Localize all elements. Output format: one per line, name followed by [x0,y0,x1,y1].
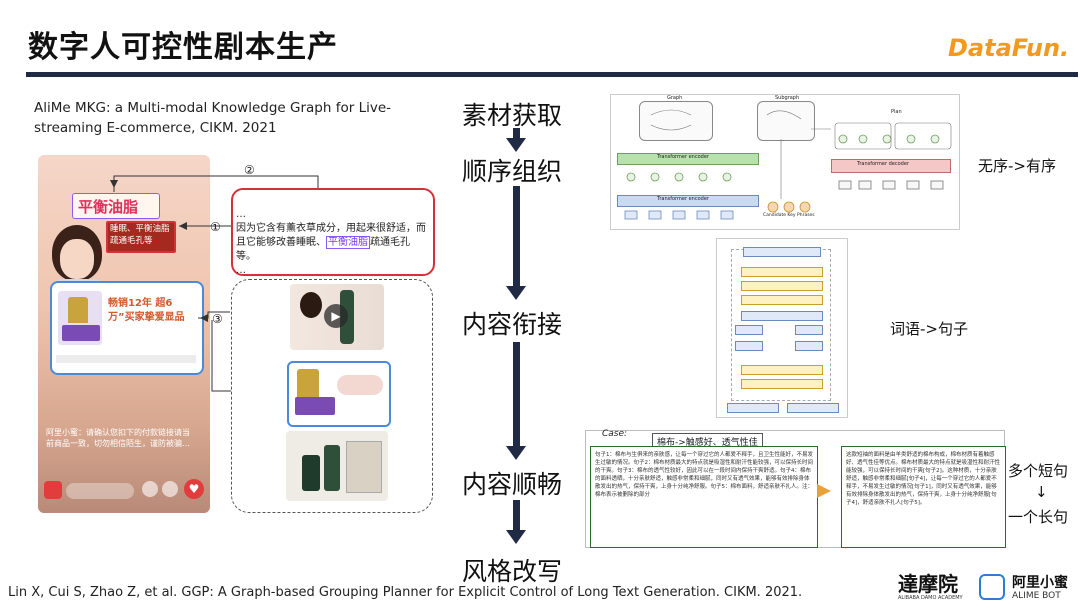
top-reference: AliMe MKG: a Multi-modal Knowledge Graph… [34,100,392,136]
product-card-title: 畅销12年 超6万”买家挚爱显品 [108,298,185,323]
arrow-4 [513,500,520,530]
alime-logo-sub: ALIME BOT [1012,591,1061,601]
marker-1: ① [210,220,221,234]
keyword-banner [72,193,160,219]
graph-label: Graph [667,95,683,101]
arrow-3 [513,342,520,448]
alime-logo: 阿里小蜜 [1012,575,1068,591]
product-card[interactable]: 畅销12年 超6万”买家挚爱显品 [50,281,204,375]
arrow-3-head [506,446,526,460]
step-content-connection: 内容衔接 [462,310,563,339]
down-arrow-icon: ↓ [1035,483,1048,501]
header-rule [26,72,1078,77]
alime-bot-icon [979,574,1005,600]
step-material-acquisition: 素材获取 [462,101,563,130]
play-icon[interactable]: ▶ [324,304,348,328]
product-photo[interactable] [286,431,388,501]
live-stream-phone-screenshot: 平衡油脂 睡眠、平衡油脂疏通毛孔等 畅销12年 超6万”买家挚爱显品 阿里小蜜：… [38,155,210,513]
damo-logo-sub: ALIBABA DAMO ACADEMY [898,595,963,601]
candidate-phrases-label: Candidate Key Phrases [763,213,815,218]
script-text-before: … 因为它含有薰衣草成分，用起来很舒适，而且它能够改善睡眠、 [236,209,426,248]
encoder-label-2: Transformer encoder [657,196,709,202]
label-multiple-short-sentences: 多个短句 [1008,462,1069,480]
keyword-tag [106,221,176,253]
arrow-2 [513,186,520,286]
label-one-long-sentence: 一个长句 [1008,508,1069,526]
decoder-label: Transformer decoder [857,161,909,167]
step-order-organization: 顺序组织 [462,157,563,186]
case-merged-text: 这款短袖的面料是由羊类舒适的棉布构成，棉布材质有着触感好、透气性佳等优点。棉布材… [841,446,1006,548]
encoder-box-1 [617,153,759,165]
step-content-fluency: 内容顺畅 [462,470,563,499]
script-text-box [231,188,435,276]
ggp-architecture-diagram: Graph Subgraph Plan Transformer encoder … [610,94,960,230]
graph-box [639,101,713,141]
slide-title: 数字人可控性剧本生产 [28,30,338,65]
like-heart-icon[interactable]: ♥ [184,479,204,499]
product-image-card[interactable] [287,361,391,427]
keyword-tag-text: 睡眠、平衡油脂疏通毛孔等 [110,224,170,246]
bottom-reference: Lin X, Cui S, Zhao Z, et al. GGP: A Grap… [8,585,803,600]
label-unordered-to-ordered: 无序->有序 [978,157,1056,175]
plan-label: Plan [891,109,902,115]
script-text: … 因为它含有薰衣草成分，用起来很舒适，而且它能够改善睡眠、平衡油脂疏通毛孔等。… [236,208,428,278]
script-highlight: 平衡油脂 [326,236,370,249]
keyword-banner-text: 平衡油脂 [78,198,139,216]
datafun-logo: DataFun. [948,34,1070,62]
video-thumbnail[interactable]: ▶ [290,284,384,350]
label-words-to-sentence: 词语->句子 [890,320,968,338]
damo-logo: 達摩院 [898,572,958,596]
subgraph-label: Subgraph [775,95,800,101]
arrow-4-head [506,530,526,544]
bottom-bar: ♥ [38,473,210,509]
encoder-label-1: Transformer encoder [657,154,709,160]
decoder-box [831,159,951,173]
marker-2: ② [244,163,255,177]
case-label: Case: [602,429,628,439]
arrow-1-head [506,138,526,152]
vae-architecture-diagram [716,238,848,418]
script-text-after: 疏通毛孔等。 … [236,237,410,276]
arrow-1 [513,128,520,138]
marker-3: ③ [212,312,223,326]
arrow-2-head [506,286,526,300]
case-arrow-icon [817,484,831,498]
subgraph-box [757,101,815,141]
chat-caption: 阿里小蜜：请确认您扣下的付款链接请当前商品一致，切勿相信陌生，谨防被骗… [46,428,190,448]
encoder-box-2 [617,195,759,207]
step-style-rewrite: 风格改写 [462,557,563,586]
diagram-nodes [624,109,952,220]
case-source-sentences: 句子1：棉布与生俱来的亲肤感，让每一个穿过它的人都爱不释手，且卫生性能好，不易发… [590,446,818,548]
